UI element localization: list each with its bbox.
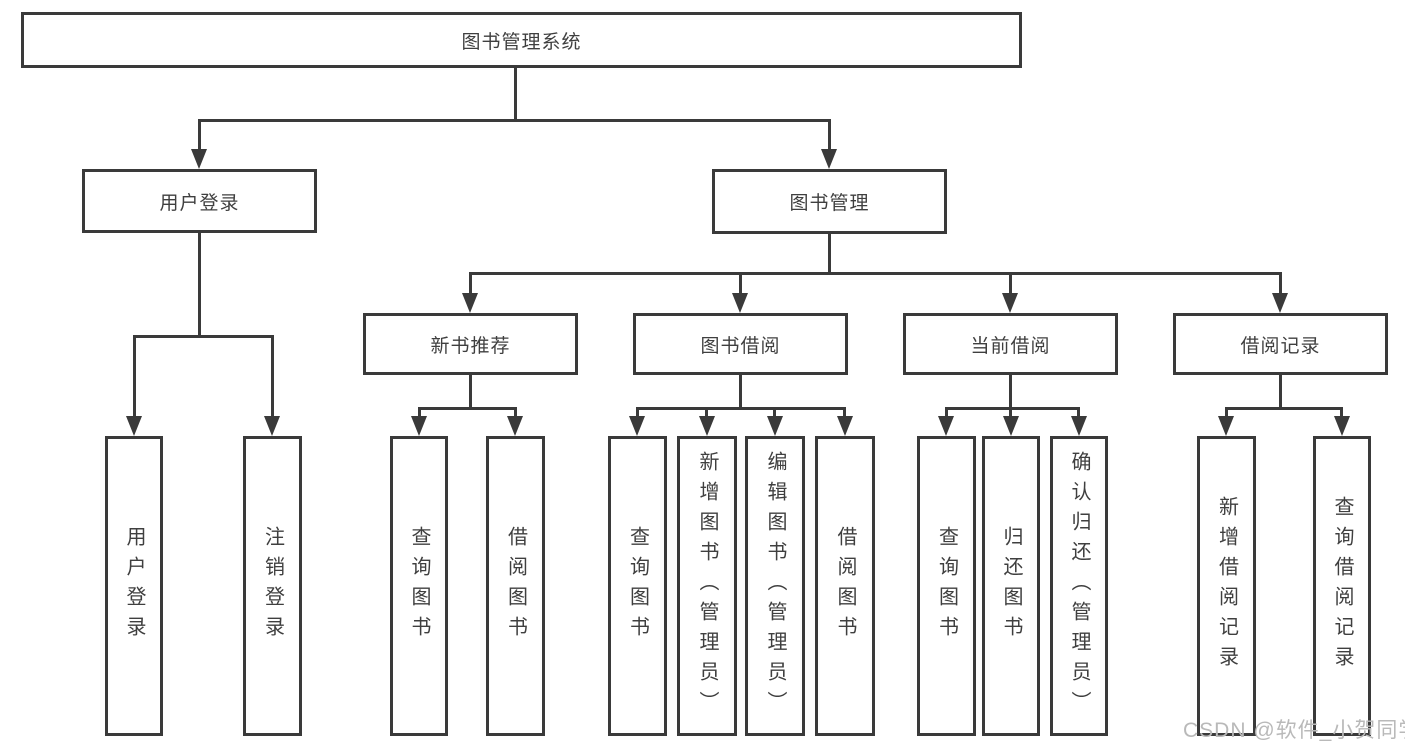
connector-line xyxy=(843,407,846,416)
node-label: 借阅记录 xyxy=(1240,335,1321,357)
connector-line xyxy=(198,119,201,149)
connector-line xyxy=(133,335,136,416)
node-new-book-recommend: 新书推荐 xyxy=(363,313,578,375)
connector-line xyxy=(1077,407,1080,416)
connector-line xyxy=(945,407,948,416)
connector-line xyxy=(469,272,472,293)
connector-line xyxy=(1009,407,1012,416)
leaf-current-return-books: 归还图书 xyxy=(982,436,1040,736)
node-label: 借阅图书 xyxy=(834,526,856,646)
node-label: 用户登录 xyxy=(123,526,145,646)
node-label: 图书管理 xyxy=(789,193,870,214)
node-book-borrowing: 图书借阅 xyxy=(633,313,848,375)
leaf-user-login: 用户登录 xyxy=(105,436,163,736)
connector-arrow xyxy=(507,416,523,436)
leaf-borrowing-query-books: 查询图书 xyxy=(608,436,667,736)
connector-line xyxy=(514,68,517,119)
connector-arrow xyxy=(1272,293,1288,313)
leaf-borrowing-add-books-admin: 新增图书（管理员） xyxy=(677,436,737,736)
connector-arrow xyxy=(264,416,280,436)
connector-arrow xyxy=(411,416,427,436)
connector-line xyxy=(133,335,274,338)
leaf-newbook-query-books: 查询图书 xyxy=(390,436,448,736)
connector-arrow xyxy=(126,416,142,436)
node-label: 查询借阅记录 xyxy=(1331,496,1353,676)
node-label: 新增图书（管理员） xyxy=(696,451,718,721)
connector-line xyxy=(469,272,1282,275)
connector-arrow xyxy=(191,149,207,169)
connector-line xyxy=(739,272,742,293)
connector-line xyxy=(828,234,831,272)
connector-line xyxy=(271,335,274,416)
connector-arrow xyxy=(462,293,478,313)
leaf-borrowing-edit-books-admin: 编辑图书（管理员） xyxy=(745,436,805,736)
node-label: 图书管理系统 xyxy=(461,31,582,53)
node-label: 当前借阅 xyxy=(970,335,1051,357)
connector-arrow xyxy=(699,416,715,436)
leaf-current-confirm-return-admin: 确认归还（管理员） xyxy=(1050,436,1108,736)
connector-arrow xyxy=(1003,416,1019,436)
csdn-watermark: CSDN @软件_小贺同学 xyxy=(1183,719,1405,742)
node-label: 借阅图书 xyxy=(504,526,527,646)
node-label: 查询图书 xyxy=(408,526,430,646)
node-label: 编辑图书（管理员） xyxy=(764,451,786,721)
connector-line xyxy=(828,119,831,149)
connector-line xyxy=(418,407,421,416)
node-root-library-system: 图书管理系统 xyxy=(21,12,1022,68)
connector-arrow xyxy=(732,293,748,313)
connector-line xyxy=(198,233,201,335)
node-label: 确认归还（管理员） xyxy=(1068,451,1090,721)
node-label: 新增借阅记录 xyxy=(1215,496,1238,676)
node-label: 查询图书 xyxy=(935,526,958,646)
leaf-records-query-record: 查询借阅记录 xyxy=(1313,436,1371,736)
connector-arrow xyxy=(938,416,954,436)
connector-line xyxy=(1225,407,1228,416)
connector-line xyxy=(705,407,708,416)
connector-line xyxy=(1225,407,1343,410)
connector-line xyxy=(773,407,776,416)
leaf-newbook-borrow-books: 借阅图书 xyxy=(486,436,545,736)
connector-line xyxy=(418,407,517,410)
connector-line xyxy=(1009,375,1012,407)
node-book-management: 图书管理 xyxy=(712,169,947,234)
connector-arrow xyxy=(821,149,837,169)
node-label: 查询图书 xyxy=(626,526,649,646)
leaf-borrowing-borrow-books: 借阅图书 xyxy=(815,436,875,736)
connector-line xyxy=(514,407,517,416)
connector-arrow xyxy=(1334,416,1350,436)
node-label: 注销登录 xyxy=(261,526,284,646)
node-label: 用户登录 xyxy=(159,192,240,214)
node-label: 图书借阅 xyxy=(700,335,781,357)
connector-arrow xyxy=(1218,416,1234,436)
node-label: 新书推荐 xyxy=(430,335,511,357)
node-current-borrowing: 当前借阅 xyxy=(903,313,1118,375)
connector-arrow xyxy=(767,416,783,436)
connector-line xyxy=(1279,375,1282,407)
connector-line xyxy=(1009,272,1012,293)
connector-line xyxy=(636,407,846,410)
connector-line xyxy=(1279,272,1282,293)
connector-line xyxy=(1340,407,1343,416)
node-borrowing-records: 借阅记录 xyxy=(1173,313,1388,375)
connector-line xyxy=(739,375,742,407)
connector-line xyxy=(636,407,639,416)
node-user-login: 用户登录 xyxy=(82,169,317,233)
connector-line xyxy=(469,375,472,407)
connector-line xyxy=(945,407,1080,410)
connector-arrow xyxy=(1002,293,1018,313)
connector-arrow xyxy=(629,416,645,436)
connector-arrow xyxy=(837,416,853,436)
leaf-logout: 注销登录 xyxy=(243,436,302,736)
leaf-records-add-record: 新增借阅记录 xyxy=(1197,436,1256,736)
connector-line xyxy=(198,119,831,122)
connector-arrow xyxy=(1071,416,1087,436)
node-label: 归还图书 xyxy=(1000,526,1022,646)
leaf-current-query-books: 查询图书 xyxy=(917,436,976,736)
